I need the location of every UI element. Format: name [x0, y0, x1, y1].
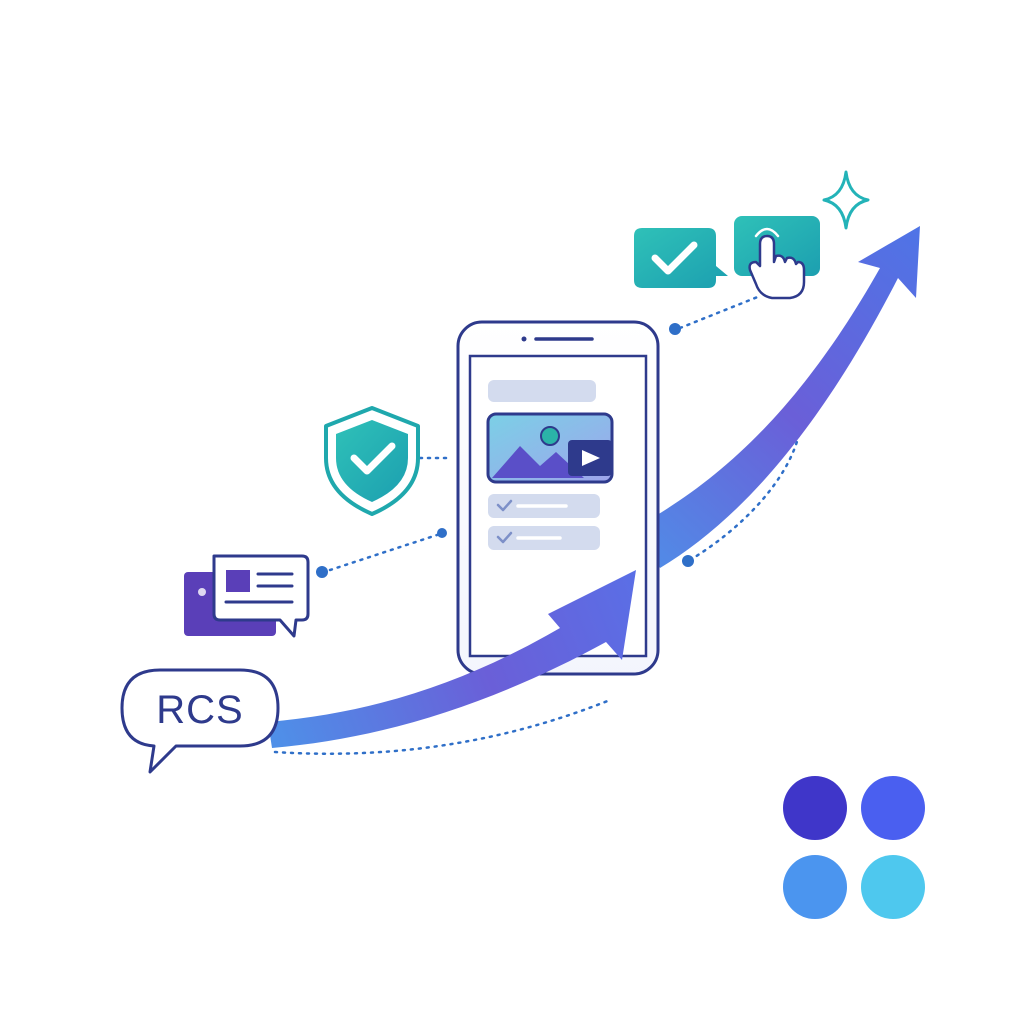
checkmark-message-icon: [634, 228, 728, 288]
rcs-bubble-outline: [120, 668, 280, 774]
shield-checkmark: [350, 442, 396, 475]
dot-cyan: [861, 855, 925, 919]
card-thumbnail: [226, 570, 250, 592]
rcs-label: RCS: [156, 688, 243, 732]
connector-lines: [273, 294, 802, 755]
dot-blue: [861, 776, 925, 840]
shield-check-icon: [324, 406, 420, 516]
rich-card-message-icon: [184, 554, 310, 638]
connector-phone-to-tap: [678, 294, 762, 330]
growth-arrow-low: [268, 570, 636, 748]
sparkle-icon: [822, 170, 870, 230]
dot-sky: [783, 855, 847, 919]
tap-hand-button-icon: [734, 216, 820, 300]
sun-circle: [540, 426, 560, 446]
check-row-2-icon: [496, 531, 513, 544]
phone-camera: [521, 336, 527, 342]
check-bubble-mark: [651, 241, 698, 275]
growth-arrow-low-body: [268, 570, 636, 748]
connector-bottom-dotted: [273, 698, 612, 755]
shield-inner: [336, 420, 408, 502]
connector-card-to-phone: [328, 532, 442, 572]
growth-arrow-icon: [640, 226, 920, 568]
message-placeholder-top: [488, 380, 596, 402]
play-icon: [582, 450, 600, 466]
connector-dot-right: [682, 555, 694, 567]
checklist-rows: [488, 494, 600, 550]
four-dot-logo-icon: [783, 776, 925, 919]
dot-purple: [783, 776, 847, 840]
card-back-dot: [198, 588, 206, 596]
image-video-media-icon: [486, 412, 614, 484]
tap-hand: [748, 234, 806, 300]
connector-arrow-right: [688, 428, 802, 562]
connector-dot-card: [316, 566, 328, 578]
check-row-1-icon: [496, 499, 513, 512]
mountain-shape: [492, 446, 584, 478]
rcs-speech-bubble-icon: RCS: [120, 668, 280, 774]
growth-arrow-high-body: [640, 226, 920, 568]
connector-dot-phone: [437, 528, 447, 538]
connector-dot-tap: [669, 323, 681, 335]
sparkle-star: [822, 170, 870, 230]
tap-ripple: [754, 227, 780, 238]
